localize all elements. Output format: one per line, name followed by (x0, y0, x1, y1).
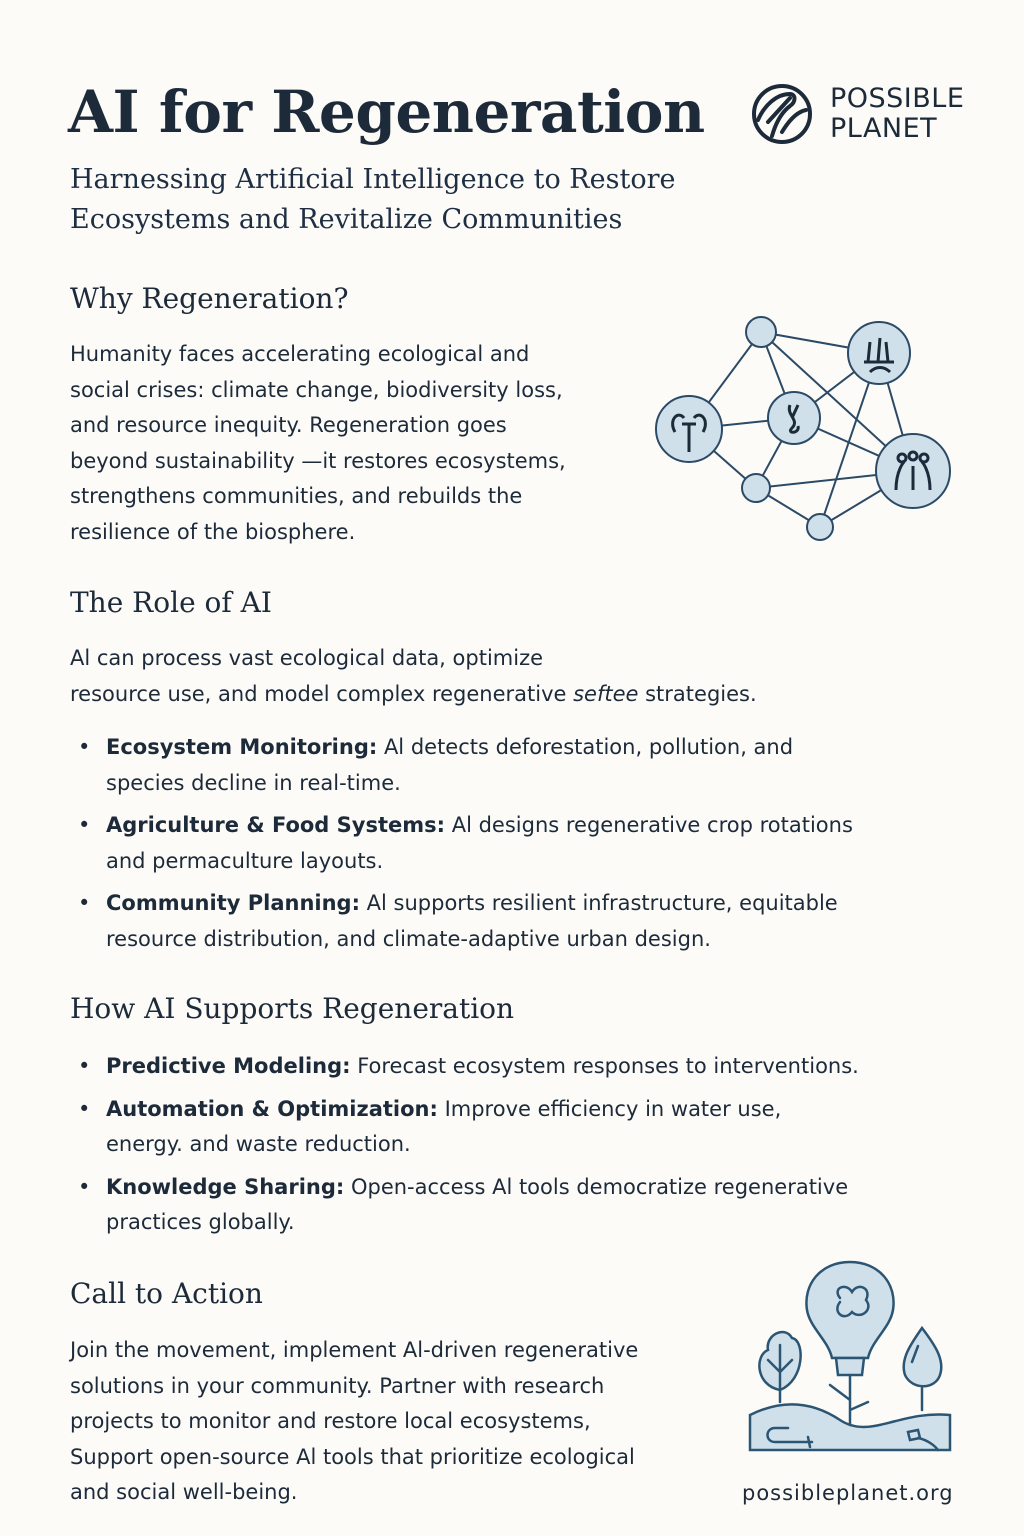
list-item-term: Agriculture & Food Systems: (106, 813, 446, 837)
list-item-text: Forecast ecosystem responses to interven… (350, 1054, 859, 1078)
logo-line-1: POSSIBLE (830, 83, 965, 114)
network-illustration (640, 310, 960, 550)
list-item-term: Predictive Modeling: (106, 1054, 351, 1078)
section-heading-how: How AI Supports Regeneration (70, 992, 515, 1025)
list-item: Knowledge Sharing: Open-access Al tools … (70, 1170, 860, 1241)
logo-wordmark: POSSIBLE PLANET (830, 84, 964, 144)
possible-planet-logo-icon (750, 82, 814, 146)
how-bullet-list: Predictive Modeling: Forecast ecosystem … (70, 1049, 860, 1248)
role-bullet-list: Ecosystem Monitoring: Al detects defores… (70, 730, 860, 964)
lightbulb-landscape-illustration (740, 1250, 960, 1460)
list-item-term: Automation & Optimization: (106, 1096, 438, 1121)
list-item-text: Al detects deforestation, pollution, and… (106, 735, 794, 795)
page-title: AI for Regeneration (68, 78, 705, 146)
role-intro-end: strategies. (638, 681, 757, 706)
list-item: Community Planning: Al supports resilien… (70, 886, 860, 957)
list-item-term: Community Planning: (106, 891, 360, 915)
why-body: Humanity faces accelerating ecological a… (70, 342, 566, 544)
list-item: Predictive Modeling: Forecast ecosystem … (70, 1049, 860, 1085)
list-item: Agriculture & Food Systems: Al designs r… (70, 808, 860, 879)
section-heading-cta: Call to Action (70, 1277, 263, 1310)
list-item-text: Al supports resilient infrastructure, eq… (106, 891, 838, 951)
section-heading-why: Why Regeneration? (70, 282, 349, 315)
role-intro-emphasis: seftee (573, 681, 639, 706)
list-item-text: Improve efficiency in water use, energy.… (106, 1096, 782, 1157)
list-item-term: Ecosystem Monitoring: (106, 735, 378, 759)
list-item-text: Al designs regenerative crop rotations a… (106, 813, 853, 873)
list-item-text: Open-access Al tools democratize regener… (106, 1174, 849, 1235)
logo-line-2: PLANET (830, 113, 938, 144)
role-intro-line-1: Al can process vast ecological data, opt… (70, 646, 544, 670)
website-link[interactable]: possibleplanet.org (742, 1481, 954, 1505)
role-intro-line-2: resource use, and model complex regenera… (70, 681, 574, 706)
list-item: Ecosystem Monitoring: Al detects defores… (70, 730, 860, 801)
section-heading-role: The Role of AI (70, 586, 272, 619)
cta-body: Join the movement, implement Al-driven r… (70, 1338, 639, 1504)
list-item-term: Knowledge Sharing: (106, 1174, 345, 1199)
list-item: Automation & Optimization: Improve effic… (70, 1092, 860, 1163)
role-intro: Al can process vast ecological data, opt… (70, 641, 830, 712)
page-subtitle: Harnessing Artificial Intelligence to Re… (70, 164, 676, 235)
